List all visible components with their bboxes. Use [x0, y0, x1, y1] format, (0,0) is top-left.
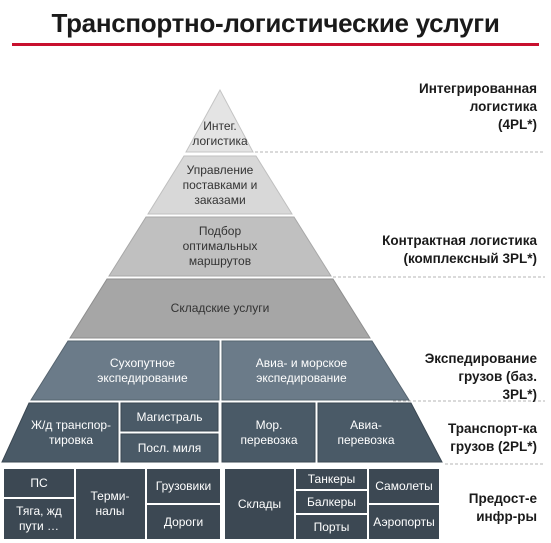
page-title: Транспортно-логистические услуги: [51, 8, 500, 38]
label-infra-planes: Самолеты: [375, 478, 433, 493]
label-land-forwarding: Сухопутное экспедирование: [97, 355, 188, 385]
tier-route-selection: [108, 216, 332, 277]
label-supply-management: Управление поставками и заказами: [182, 162, 258, 207]
label-infra-tankers: Танкеры: [307, 471, 356, 486]
side-label-4pl: Интегрированная логистика (4PL*): [419, 81, 537, 132]
tier-air-transport: [317, 402, 443, 463]
tier-rail-transport: [1, 402, 119, 463]
label-infra-ps: ПС: [30, 475, 48, 490]
tier-air-sea-forwarding: [221, 340, 410, 401]
label-route-selection: Подбор оптимальных маршрутов: [182, 224, 258, 268]
side-label-infra: Предост-е инфр-ры: [468, 491, 537, 524]
side-label-2pl: Транспорт-ка грузов (2PL*): [448, 421, 537, 454]
side-label-forwarding: Экспедирование грузов (баз. 3PL*): [424, 351, 537, 402]
tier-trunk: [120, 402, 219, 432]
tier-warehouse-services: [69, 278, 371, 339]
tier-integrated-logistics: [185, 88, 254, 153]
tier-sea-transport: [221, 402, 316, 463]
tier-land-forwarding: [30, 340, 220, 401]
label-air-transport: Авиа-перевозка: [337, 417, 395, 447]
label-infra-airports: Аэропорты: [373, 514, 435, 529]
tier-supply-management: [147, 155, 293, 215]
infra-warehouses: [223, 467, 296, 541]
label-infra-traction: Тяга, жд пути …: [16, 504, 62, 533]
infra-planes: [367, 467, 441, 505]
label-infra-terminals: Терми-налы: [90, 489, 130, 518]
label-infra-trucks: Грузовики: [155, 478, 212, 493]
label-infra-bulkers: Балкеры: [307, 494, 356, 509]
label-last-mile: Посл. миля: [137, 440, 202, 455]
infra-roads: [145, 503, 222, 541]
label-sea-transport: Мор. перевозка: [240, 417, 298, 447]
label-integrated: Интег. логистика: [192, 119, 248, 148]
title-underline: [12, 43, 539, 46]
label-rail-transport: Ж/д транспор-тировка: [30, 417, 112, 447]
tier-last-mile: [120, 433, 219, 463]
label-infra-warehouses: Склады: [237, 496, 282, 511]
label-air-sea-forwarding: Авиа- и морское экспедирование: [255, 355, 348, 385]
infra-bulkers: [294, 489, 369, 515]
label-infra-ports: Порты: [313, 519, 350, 534]
infra-traction: [2, 497, 76, 541]
infra-terminals: [74, 467, 147, 541]
label-trunk: Магистраль: [136, 409, 203, 424]
label-warehouse-services: Складские услуги: [170, 301, 270, 315]
infra-airports: [367, 503, 441, 541]
label-infra-roads: Дороги: [163, 514, 204, 529]
tier-separators: [250, 151, 545, 465]
side-label-3pl: Контрактная логистика (комплексный 3PL*): [382, 233, 537, 266]
tier-infrastructure: [2, 467, 441, 541]
